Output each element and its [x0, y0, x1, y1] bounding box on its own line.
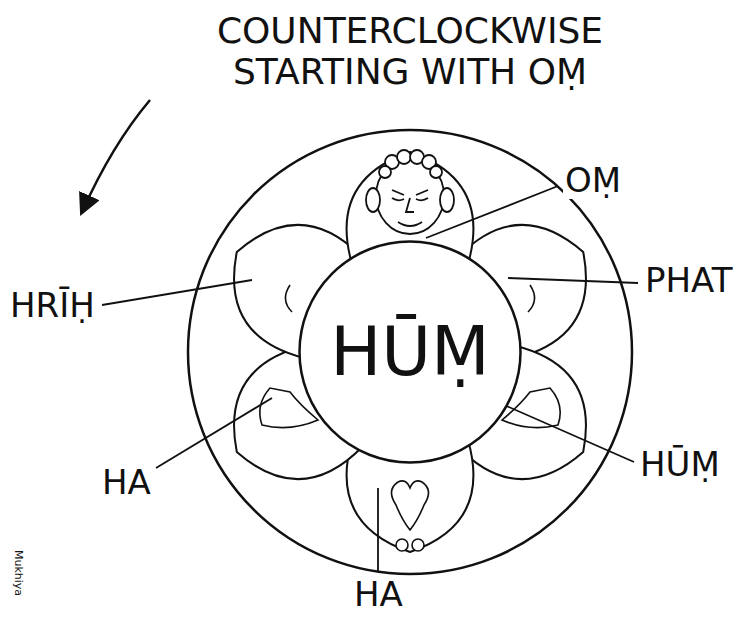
mantra-syllable: OṂ — [563, 162, 623, 199]
mantra-syllable: HŪṂ — [638, 446, 722, 483]
inner-circle: HŪṂ — [298, 240, 522, 464]
lotus-petals — [205, 152, 615, 552]
mantra-syllable: PHAT — [643, 262, 734, 299]
leader-lines — [102, 186, 638, 572]
diagram-title: COUNTERCLOCKWISE STARTING WITH OṂ — [180, 10, 640, 93]
mantra-syllable: HA — [100, 464, 153, 501]
mantra-syllable: HA — [352, 576, 405, 613]
outer-circle — [188, 130, 632, 574]
direction-arrow — [82, 100, 150, 212]
deity-head — [366, 150, 454, 234]
mantra-syllable: HRĪḤ — [8, 287, 97, 324]
central-syllable: HŪṂ — [330, 313, 490, 391]
artist-signature: Mukhiya — [12, 548, 24, 598]
